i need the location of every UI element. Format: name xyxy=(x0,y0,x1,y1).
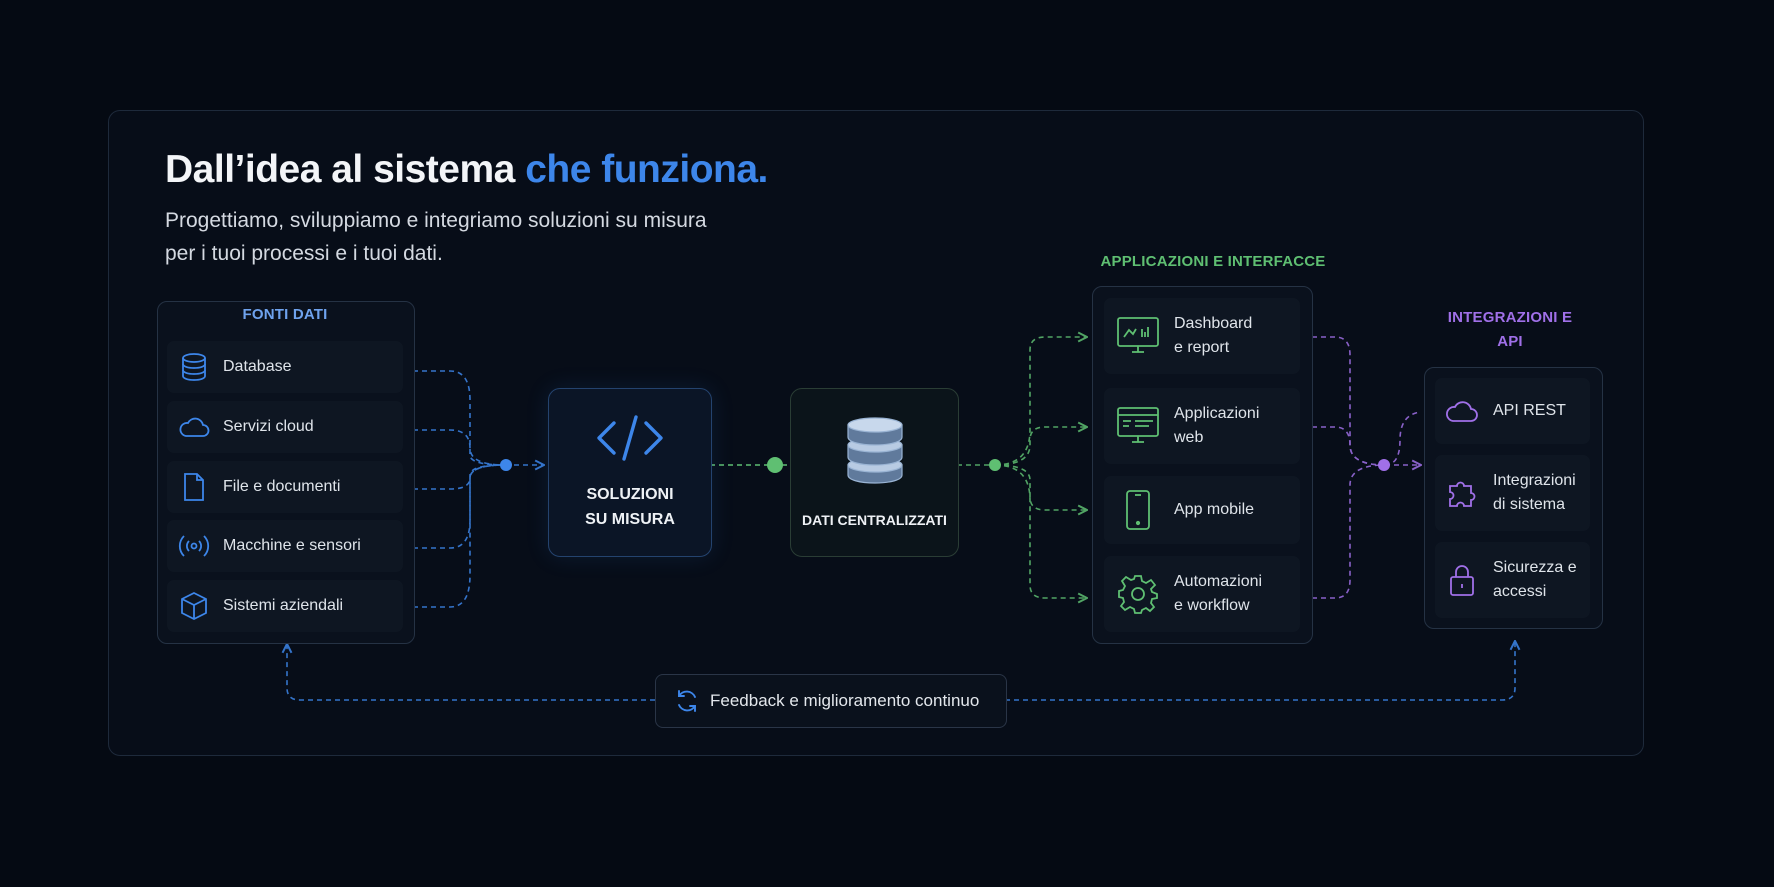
file-icon xyxy=(177,470,211,504)
integration-item-security[interactable]: Sicurezza e accessi xyxy=(1435,542,1590,618)
integration-item-api[interactable]: API REST xyxy=(1435,378,1590,444)
source-label: Sistemi aziendali xyxy=(223,597,344,614)
refresh-icon xyxy=(674,688,700,714)
link-mobile xyxy=(994,464,1086,510)
source-item-sensors[interactable]: Macchine e sensori xyxy=(167,520,403,572)
app-item-automation[interactable]: Automazioni e workflow xyxy=(1104,556,1300,632)
source-item-systems[interactable]: Sistemi aziendali xyxy=(167,580,403,632)
source-item-cloud[interactable]: Servizi cloud xyxy=(167,401,403,453)
link-api-branch xyxy=(1384,411,1421,466)
data-center-box[interactable]: DATI CENTRALIZZATI xyxy=(790,388,959,557)
cloud-icon xyxy=(177,410,211,444)
app-item-dashboard[interactable]: Dashboard e report xyxy=(1104,298,1300,374)
source-item-files[interactable]: File e documenti xyxy=(167,461,403,513)
link-sensors xyxy=(413,464,506,549)
source-item-database[interactable]: Database xyxy=(167,341,403,393)
apps-title: APPLICAZIONI E INTERFACCE xyxy=(1100,253,1326,270)
dashboard-monitor-icon xyxy=(1116,317,1160,353)
integration-label: Sicurezza e accessi xyxy=(1493,559,1577,600)
link-from-webapp xyxy=(1312,426,1386,466)
integration-label: Integrazioni di sistema xyxy=(1493,472,1576,513)
database-stack-icon xyxy=(844,413,906,490)
feedback-label: Feedback e miglioramento continuo xyxy=(710,691,980,710)
feedback-loop-left xyxy=(287,645,655,701)
source-label: Macchine e sensori xyxy=(223,537,361,554)
sensor-icon xyxy=(177,529,211,563)
web-app-icon xyxy=(1116,407,1160,443)
gear-icon xyxy=(1116,575,1160,614)
cloud-icon xyxy=(1445,394,1479,428)
green-dot-1 xyxy=(767,457,783,473)
source-label: Database xyxy=(223,358,292,375)
app-label: Automazioni e workflow xyxy=(1174,573,1263,614)
page-subtitle: Progettiamo, sviluppiamo e integriamo so… xyxy=(165,209,707,265)
integrations-title: INTEGRAZIONI E API xyxy=(1447,309,1573,350)
source-label: File e documenti xyxy=(223,478,341,495)
link-dashboard xyxy=(994,337,1086,466)
integration-item-system[interactable]: Integrazioni di sistema xyxy=(1435,455,1590,531)
blue-junction-dot xyxy=(500,459,512,471)
green-dot-2 xyxy=(989,459,1001,471)
page-title: Dall’idea al sistema che funziona. xyxy=(165,148,768,191)
app-label: App mobile xyxy=(1174,501,1255,518)
app-item-mobile[interactable]: App mobile xyxy=(1104,476,1300,544)
solutions-box[interactable]: SOLUZIONI SU MISURA xyxy=(548,388,712,557)
code-icon xyxy=(594,413,666,468)
mobile-icon xyxy=(1116,490,1160,530)
link-database xyxy=(413,370,506,466)
lock-icon xyxy=(1445,563,1479,597)
link-from-dashboard xyxy=(1312,336,1386,466)
source-label: Servizi cloud xyxy=(223,418,314,435)
puzzle-icon xyxy=(1445,476,1479,510)
cube-icon xyxy=(177,589,211,623)
data-center-label: DATI CENTRALIZZATI xyxy=(802,511,947,528)
link-cloud xyxy=(413,429,506,466)
purple-junction-dot xyxy=(1378,459,1390,471)
solutions-label: SOLUZIONI SU MISURA xyxy=(585,486,675,528)
link-files xyxy=(413,464,506,490)
feedback-pill[interactable]: Feedback e miglioramento continuo xyxy=(655,674,1007,728)
integration-label: API REST xyxy=(1493,402,1566,419)
title-accent: che funziona. xyxy=(525,148,768,191)
sources-title: FONTI DATI xyxy=(242,306,328,323)
link-automation xyxy=(994,464,1086,598)
link-systems xyxy=(413,464,506,608)
link-webapp xyxy=(994,427,1086,466)
app-label: Dashboard e report xyxy=(1174,315,1253,356)
feedback-loop-right xyxy=(1005,642,1515,701)
database-icon xyxy=(177,350,211,384)
app-label: Applicazioni web xyxy=(1174,405,1260,446)
app-item-webapp[interactable]: Applicazioni web xyxy=(1104,388,1300,464)
link-from-automation xyxy=(1312,464,1386,599)
